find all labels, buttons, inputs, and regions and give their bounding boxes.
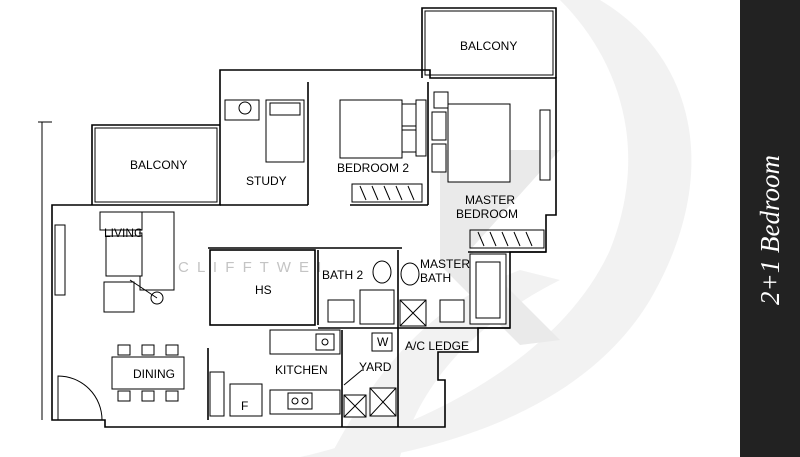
dining-chair-2	[141, 344, 155, 356]
master-bath-basin	[439, 299, 465, 323]
bed2-nightstand	[415, 99, 427, 157]
coffee-table	[105, 235, 143, 277]
yard-box-2-x	[369, 387, 397, 417]
dining-chair-6	[165, 390, 179, 402]
label-master-bath-2: BATH	[420, 271, 451, 285]
label-study: STUDY	[246, 174, 287, 188]
sidebar-panel: 2+1 Bedroom	[740, 0, 800, 457]
washer	[371, 332, 393, 352]
bath2-vanity	[359, 289, 395, 325]
study-pillow	[269, 102, 301, 116]
fridge	[229, 383, 263, 417]
stove	[287, 392, 313, 410]
label-master-bedroom-2: BEDROOM	[456, 207, 518, 221]
watermark-logo	[300, 0, 692, 457]
entry-door-swing	[57, 375, 103, 421]
master-wardrobe-hatch	[477, 231, 533, 247]
yard-door	[343, 369, 363, 386]
yard-box-1-x	[343, 394, 367, 418]
dining-table	[111, 356, 185, 390]
dining-chair-5	[141, 390, 155, 402]
master-pillow-1	[431, 111, 447, 141]
sink-drain	[321, 338, 329, 346]
dining-chair-3	[165, 344, 179, 356]
bed2-wardrobe-hatch	[359, 185, 415, 201]
bathtub-inner	[475, 261, 501, 319]
label-dining: DINING	[133, 367, 175, 381]
label-hs: HS	[255, 283, 272, 297]
label-bath2: BATH 2	[322, 268, 363, 282]
dining-chair-1	[117, 344, 131, 356]
label-master-bedroom-1: MASTER	[465, 193, 515, 207]
study-chair	[238, 101, 252, 115]
balcony-top-railing	[424, 10, 554, 76]
label-balcony-left: BALCONY	[130, 158, 187, 172]
armchair	[103, 281, 135, 313]
top-balcony-outline	[421, 7, 557, 78]
label-ac-ledge: A/C LEDGE	[405, 339, 469, 353]
label-yard: YARD	[359, 360, 392, 374]
lamp-arm	[129, 279, 158, 299]
label-fridge: F	[241, 399, 248, 413]
label-master-bath-1: MASTER	[420, 257, 470, 271]
bed2-wardrobe	[351, 183, 423, 203]
unit-type-title: 2+1 Bedroom	[754, 155, 785, 305]
bed2-pillow-2	[401, 129, 417, 153]
hs-room	[209, 249, 316, 326]
label-balcony-top: BALCONY	[460, 39, 517, 53]
floor-plan: G R A Y C L I F F T W E I	[38, 0, 692, 457]
kitchen-cabinet	[209, 371, 225, 417]
label-washer: W	[377, 335, 389, 349]
tv-console	[54, 224, 66, 296]
master-bath-box-x	[399, 299, 427, 327]
master-wardrobe	[469, 229, 545, 249]
master-nightstand	[433, 91, 449, 109]
sofa-arm	[99, 211, 143, 231]
burner-1	[291, 397, 299, 405]
master-bath-toilet	[400, 262, 420, 286]
bed2-pillow-1	[401, 103, 417, 127]
bed2-bed	[339, 99, 403, 159]
label-kitchen: KITCHEN	[275, 363, 328, 377]
bath2-basin	[327, 299, 355, 323]
label-living: LIVING	[104, 226, 143, 240]
balcony-left-railing	[94, 127, 218, 203]
master-bed	[447, 103, 511, 183]
master-window-frame	[539, 109, 551, 181]
bath2-toilet	[372, 260, 392, 284]
dining-chair-4	[117, 390, 131, 402]
master-pillow-2	[431, 143, 447, 173]
sofa	[139, 211, 175, 291]
burner-2	[301, 397, 309, 405]
label-bedroom2: BEDROOM 2	[337, 161, 409, 175]
left-balcony-outline	[91, 124, 220, 205]
